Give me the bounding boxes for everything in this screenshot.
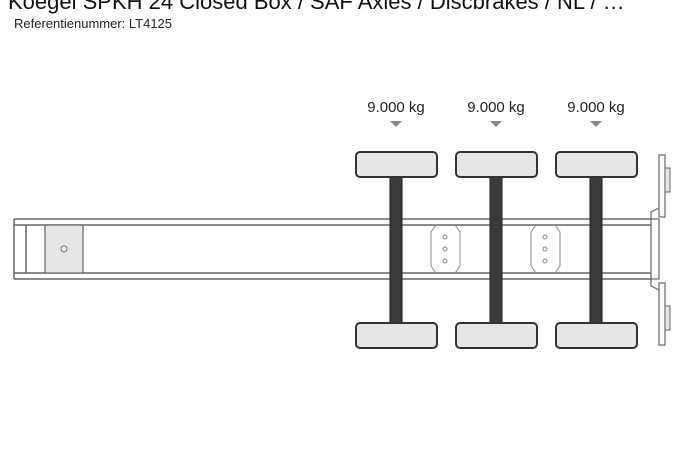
- axle-3: 9.000 kg: [555, 99, 638, 349]
- wheel-bottom: [455, 322, 538, 349]
- wheel-top: [355, 151, 438, 178]
- wheel-top: [455, 151, 538, 178]
- axle-1: 9.000 kg: [355, 99, 438, 349]
- cross-member-1: [430, 224, 461, 274]
- cross-member-2: [530, 224, 561, 274]
- axle-shaft: [589, 174, 603, 327]
- axle-load-label: 9.000 kg: [567, 99, 625, 116]
- axle-shaft: [489, 174, 503, 327]
- axle-load-label: 9.000 kg: [367, 99, 425, 116]
- wheel-bottom: [355, 322, 438, 349]
- triangle-down-icon: [590, 121, 602, 127]
- rear-bumper: [650, 154, 671, 346]
- reference-number: Referentienummer: LT4125: [14, 16, 173, 31]
- triangle-down-icon: [390, 121, 402, 127]
- wheel-top: [555, 151, 638, 178]
- axle-shaft: [389, 174, 403, 327]
- king-pin-plate: [44, 224, 84, 274]
- triangle-down-icon: [490, 121, 502, 127]
- chassis-frame: [13, 218, 651, 280]
- page-title: Koegel SPKH 24 Closed Box / SAF Axles / …: [8, 0, 625, 14]
- king-pin-icon: [60, 245, 68, 253]
- axle-load-label: 9.000 kg: [467, 99, 525, 116]
- wheel-bottom: [555, 322, 638, 349]
- axle-2: 9.000 kg: [455, 99, 538, 349]
